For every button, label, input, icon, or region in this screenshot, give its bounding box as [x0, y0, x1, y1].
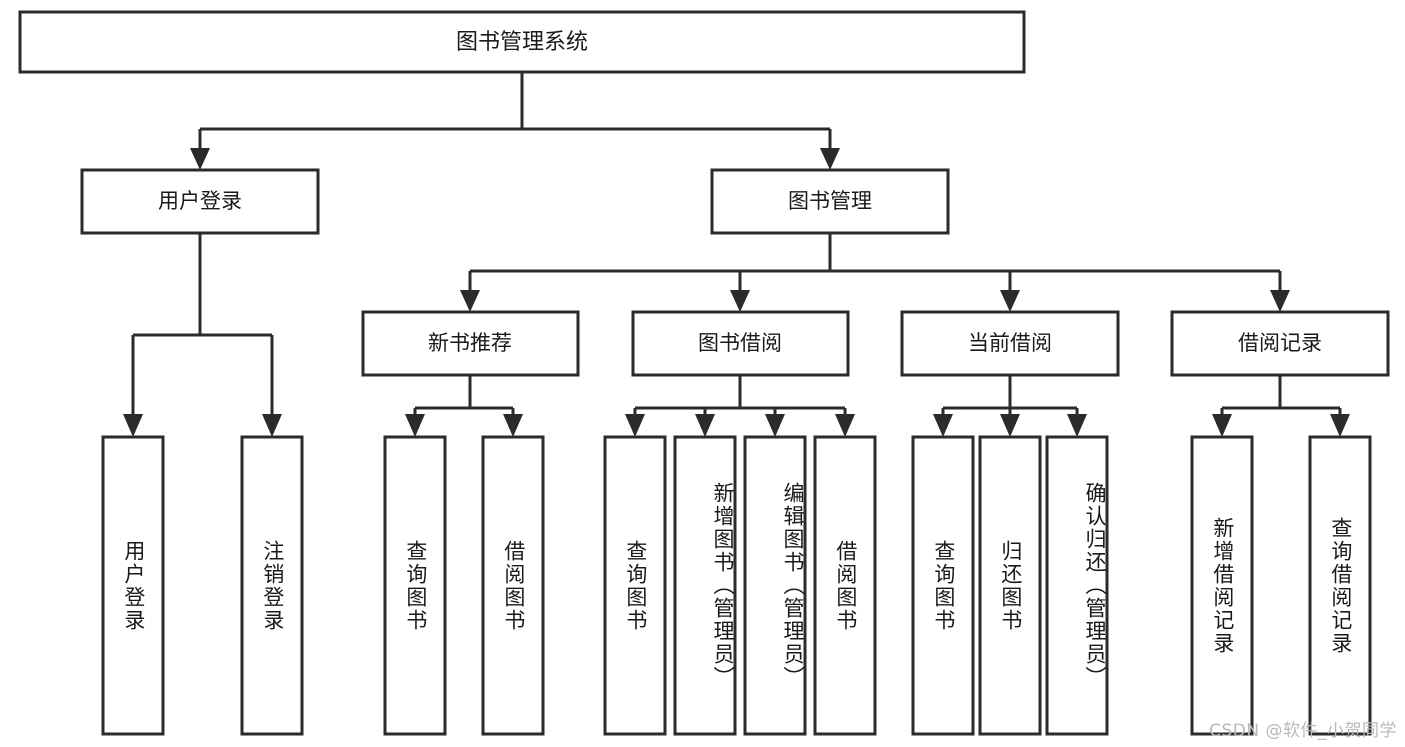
- arrow-icon-leaf-borrow-book-2: [835, 414, 855, 437]
- leaf-user-login-box[interactable]: [101, 435, 165, 736]
- leaf-add-book-label: 新增图书（管理员）: [711, 482, 735, 689]
- node-borrow-record-box[interactable]: [1170, 310, 1390, 377]
- leaf-borrow-book-1-box[interactable]: [481, 435, 545, 736]
- arrow-icon-leaf-add-book: [695, 414, 715, 437]
- node-book-manage[interactable]: 图书管理: [710, 168, 950, 235]
- arrow-icon-leaf-return-book: [1000, 414, 1020, 437]
- node-book-manage-label: 图书管理: [788, 189, 872, 213]
- leaf-borrow-book-2-label: 借阅图书: [833, 539, 858, 632]
- node-root-box[interactable]: [18, 10, 1026, 74]
- arrow-icon-leaf-user-login: [123, 414, 143, 437]
- leaf-query-book-2-label-wrap: 查询图书: [623, 539, 648, 632]
- leaf-add-book-label-wrap: 新增图书（管理员）: [711, 482, 735, 689]
- leaf-query-book-1-label: 查询图书: [403, 539, 428, 632]
- node-new-book-recommend-box[interactable]: [361, 310, 580, 377]
- arrow-icon-leaf-query-record: [1330, 414, 1350, 437]
- node-book-borrow-box[interactable]: [631, 310, 850, 377]
- connector-layer: [123, 72, 1350, 437]
- leaf-edit-book-box[interactable]: [743, 435, 807, 736]
- leaf-query-book-3-box[interactable]: [911, 435, 975, 736]
- leaf-user-login-label: 用户登录: [121, 539, 146, 632]
- leaf-confirm-return-label: 确认归还（管理员）: [1083, 482, 1107, 689]
- leaf-query-book-3-label-wrap: 查询图书: [931, 539, 956, 632]
- leaf-user-logout-label-wrap: 注销登录: [260, 539, 285, 632]
- arrow-icon-root-user-login: [190, 148, 210, 170]
- leaf-borrow-book-2-box[interactable]: [813, 435, 877, 736]
- node-user-login[interactable]: 用户登录: [80, 168, 320, 235]
- leaf-label-layer: 用户登录 注销登录 查询图书 借阅图书 查询图书 新增图书（管理员） 编辑图书（…: [121, 482, 1353, 689]
- node-current-borrow[interactable]: 当前借阅: [900, 310, 1120, 377]
- leaf-confirm-return-box[interactable]: [1045, 435, 1109, 736]
- node-book-borrow[interactable]: 图书借阅: [631, 310, 850, 377]
- leaf-layer: [101, 435, 1372, 736]
- arrow-icon-new-book-recommend: [460, 290, 480, 312]
- arrow-icon-leaf-user-logout: [262, 414, 282, 437]
- arrow-icon-book-borrow: [730, 290, 750, 312]
- node-current-borrow-box[interactable]: [900, 310, 1120, 377]
- leaf-query-book-1-label-wrap: 查询图书: [403, 539, 428, 632]
- leaf-query-record-box[interactable]: [1308, 435, 1372, 736]
- leaf-return-book-box[interactable]: [978, 435, 1042, 736]
- leaf-add-book-box[interactable]: [673, 435, 737, 736]
- leaf-user-login-label-wrap: 用户登录: [121, 539, 146, 632]
- arrow-icon-leaf-borrow-book-1: [503, 414, 523, 437]
- leaf-query-book-2-label: 查询图书: [623, 539, 648, 632]
- arrow-icon-leaf-query-book-2: [625, 414, 645, 437]
- arrow-icon-current-borrow: [1000, 290, 1020, 312]
- node-borrow-record-label: 借阅记录: [1238, 331, 1322, 355]
- leaf-borrow-book-2-label-wrap: 借阅图书: [833, 539, 858, 632]
- leaf-query-record-label: 查询借阅记录: [1328, 516, 1353, 655]
- arrow-icon-leaf-query-book-3: [933, 414, 953, 437]
- leaf-return-book-label-wrap: 归还图书: [998, 539, 1023, 632]
- leaf-return-book-label: 归还图书: [998, 539, 1023, 632]
- leaf-add-record-label-wrap: 新增借阅记录: [1210, 516, 1235, 655]
- node-user-login-label: 用户登录: [158, 189, 242, 213]
- arrow-icon-leaf-add-record: [1212, 414, 1232, 437]
- arrow-icon-leaf-query-book-1: [405, 414, 425, 437]
- arrow-icon-root-book-manage: [820, 148, 840, 170]
- leaf-user-logout-label: 注销登录: [260, 539, 285, 632]
- leaf-query-book-3-label: 查询图书: [931, 539, 956, 632]
- arrow-icon-leaf-confirm-return: [1067, 414, 1087, 437]
- leaf-borrow-book-1-label: 借阅图书: [501, 539, 526, 632]
- leaf-borrow-book-1-label-wrap: 借阅图书: [501, 539, 526, 632]
- leaf-edit-book-label-wrap: 编辑图书（管理员）: [781, 482, 805, 689]
- leaf-add-record-box[interactable]: [1190, 435, 1254, 736]
- node-root-label: 图书管理系统: [456, 30, 588, 55]
- arrow-icon-leaf-edit-book: [765, 414, 785, 437]
- node-book-manage-box[interactable]: [710, 168, 950, 235]
- leaf-add-record-label: 新增借阅记录: [1210, 516, 1235, 655]
- leaf-query-book-1-box[interactable]: [383, 435, 447, 736]
- node-borrow-record[interactable]: 借阅记录: [1170, 310, 1390, 377]
- leaf-query-book-2-box[interactable]: [603, 435, 667, 736]
- node-book-borrow-label: 图书借阅: [698, 331, 782, 355]
- leaf-edit-book-label: 编辑图书（管理员）: [781, 482, 805, 689]
- arrow-icon-borrow-record: [1270, 290, 1290, 312]
- node-new-book-recommend[interactable]: 新书推荐: [361, 310, 580, 377]
- leaf-user-logout-box[interactable]: [240, 435, 304, 736]
- watermark-text: CSDN @软件_小贺同学: [1209, 721, 1397, 741]
- node-current-borrow-label: 当前借阅: [968, 331, 1052, 355]
- leaf-query-record-label-wrap: 查询借阅记录: [1328, 516, 1353, 655]
- node-user-login-box[interactable]: [80, 168, 320, 235]
- leaf-confirm-return-label-wrap: 确认归还（管理员）: [1083, 482, 1107, 689]
- node-new-book-recommend-label: 新书推荐: [428, 331, 512, 355]
- node-root[interactable]: 图书管理系统: [18, 10, 1026, 74]
